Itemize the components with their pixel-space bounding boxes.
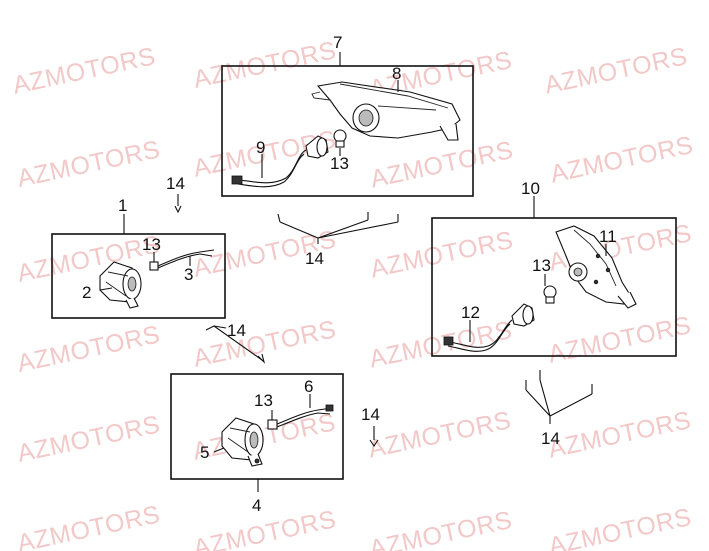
screw-set-14-right: 14: [525, 370, 593, 448]
watermark: AZMOTORS: [191, 505, 339, 551]
assembly-4: 4 5 13 6: [170, 373, 344, 515]
assembly-1: 1 2 13 3: [51, 196, 226, 319]
watermark: AZMOTORS: [190, 408, 338, 466]
callout-3: 3: [184, 265, 193, 284]
callout-14-middle: 14: [227, 321, 246, 340]
watermark: AZMOTORS: [546, 503, 694, 551]
bulb-part-13-bottom: [267, 404, 334, 430]
watermark: AZMOTORS: [15, 500, 163, 551]
callout-14-right: 14: [541, 429, 560, 448]
watermark: AZMOTORS: [368, 136, 516, 194]
screw-14-right-single: 14: [361, 405, 380, 447]
callout-14-single: 14: [361, 405, 380, 424]
watermark: AZMOTORS: [191, 315, 339, 373]
callout-13-bottom: 13: [254, 391, 273, 410]
callout-12: 12: [461, 303, 480, 322]
watermark: AZMOTORS: [15, 410, 163, 468]
assembly-4-frame: [170, 373, 344, 480]
socket-part-5: [221, 417, 264, 467]
watermark: AZMOTORS: [542, 42, 690, 100]
callout-11: 11: [599, 227, 617, 246]
watermark: AZMOTORS: [368, 226, 516, 284]
callout-4: 4: [252, 496, 261, 515]
callout-13-right: 13: [532, 256, 551, 275]
watermark: AZMOTORS: [548, 131, 696, 189]
callout-1: 1: [118, 196, 127, 215]
callout-13-left: 13: [142, 235, 161, 254]
housing-part-8: [311, 81, 461, 141]
socket-part-12: [443, 303, 535, 352]
watermark: AZMOTORS: [367, 316, 515, 374]
callout-7: 7: [333, 33, 342, 52]
watermark: AZMOTORS: [15, 320, 163, 378]
callout-14-top: 14: [305, 249, 324, 268]
callout-5: 5: [200, 443, 209, 462]
callout-14-left: 14: [166, 174, 185, 193]
callout-8: 8: [392, 64, 401, 83]
assembly-1-frame: [51, 233, 226, 319]
watermark: AZMOTORS: [546, 406, 694, 464]
screw-14-middle: 14: [205, 321, 266, 364]
assembly-7: 7 8 9 13: [221, 33, 474, 197]
callout-9: 9: [256, 138, 265, 157]
watermark: AZMOTORS: [366, 406, 514, 464]
housing-part-11: [555, 225, 637, 309]
watermark: AZMOTORS: [10, 42, 158, 100]
callout-6: 6: [304, 377, 313, 396]
assembly-7-frame: [221, 65, 474, 197]
callout-2: 2: [82, 283, 91, 302]
bulb-part-13: [333, 129, 347, 148]
assembly-10-frame: [431, 217, 677, 357]
screw-14-left: 14: [166, 174, 185, 214]
bulb-part-13-right: [543, 285, 557, 304]
callout-13: 13: [330, 154, 349, 173]
watermark: AZMOTORS: [546, 311, 694, 369]
socket-part-2: [99, 261, 142, 309]
assembly-10: 10 11 13 12: [431, 179, 677, 357]
socket-part-9: [231, 135, 329, 188]
watermark: AZMOTORS: [191, 36, 339, 94]
screw-set-14-top: 14: [277, 212, 399, 268]
watermark: AZMOTORS: [367, 506, 515, 551]
callout-10: 10: [521, 179, 540, 198]
watermark: AZMOTORS: [15, 135, 163, 193]
